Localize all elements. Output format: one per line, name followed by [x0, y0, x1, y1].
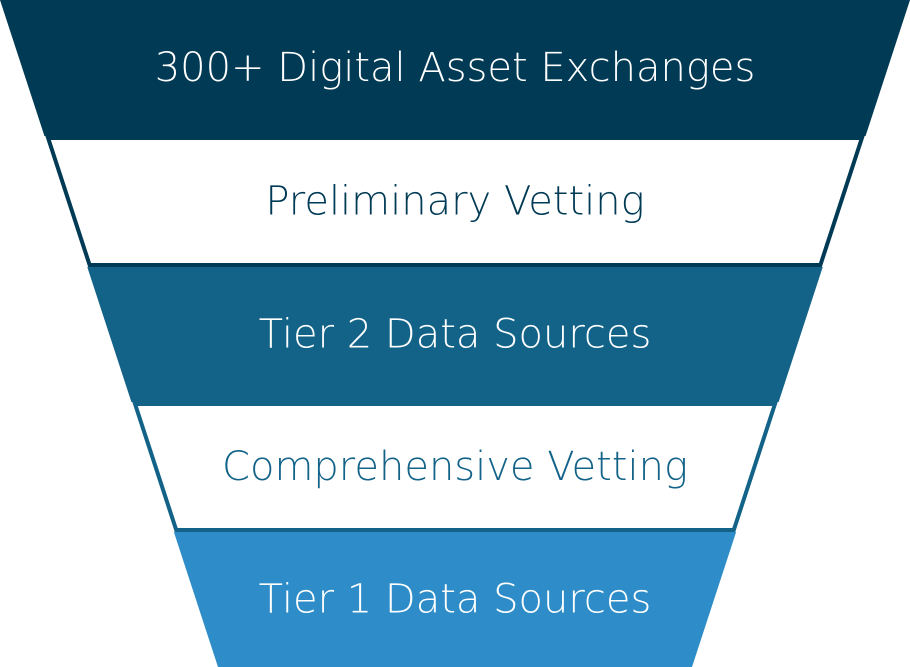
stage-3-label: Tier 2 Data Sources [259, 312, 652, 358]
stage-1-shape [0, 0, 910, 136]
stage-3-shape [87, 267, 823, 402]
stage-4-shape [132, 402, 778, 532]
stage-5-label: Tier 1 Data Sources [259, 577, 652, 623]
stage-4-label: Comprehensive Vetting [222, 444, 688, 490]
stage-1-label: 300+ Digital Asset Exchanges [155, 45, 756, 91]
stage-5-shape [173, 532, 737, 667]
stage-2-label: Preliminary Vetting [265, 179, 644, 225]
funnel-stage-4: Comprehensive Vetting [132, 402, 778, 532]
funnel-stage-5: Tier 1 Data Sources [173, 532, 737, 667]
funnel-stage-3: Tier 2 Data Sources [87, 267, 823, 402]
funnel-stage-2: Preliminary Vetting [45, 136, 865, 267]
stage-2-shape [45, 136, 865, 267]
funnel-stage-1: 300+ Digital Asset Exchanges [0, 0, 910, 136]
